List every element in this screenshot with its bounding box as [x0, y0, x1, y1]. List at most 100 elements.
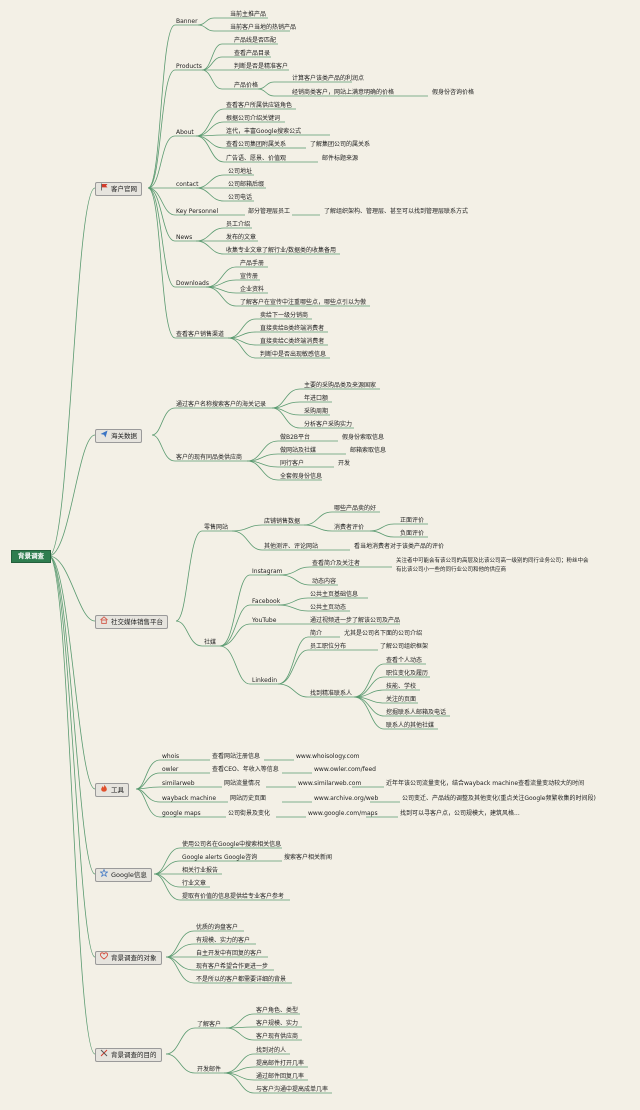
node-whois: whois	[162, 753, 180, 760]
node: 有比该公司小一些的同行业公司和他的供应商	[396, 567, 507, 573]
node: 职位变化及履历	[386, 670, 429, 677]
node: 了解客户在宣传中注重哪些点，哪些点引以为傲	[240, 299, 367, 306]
node: 有规模、实力的客户	[196, 937, 251, 944]
link-whoisology[interactable]: www.whoisology.com	[296, 753, 360, 760]
node: 找到精准联系人	[310, 690, 353, 697]
node-wayback: wayback machine	[162, 795, 217, 802]
node: 产品价格	[234, 82, 259, 89]
node-social: 社媒	[204, 639, 217, 646]
node-similarweb: similarweb	[162, 780, 195, 787]
node: 公司变迁、产品线的调整及其他变化(重点关注Google频繁收集的时间段)	[402, 795, 596, 802]
node: 了解公司组织框架	[380, 643, 429, 650]
node: 行业文章	[182, 880, 207, 887]
node: 经销商类客户，网站上满意明确的价格	[292, 89, 395, 96]
node: 客户的现有同品类供应商	[176, 454, 243, 461]
node-key-personnel: Key Personnel	[176, 208, 219, 215]
node: 判断中是否出现敏感信息	[260, 351, 327, 358]
send-icon	[99, 430, 109, 442]
node-youtube: YouTube	[252, 617, 277, 624]
node: 查看CEO、年收入等信息	[212, 766, 279, 773]
link-owler[interactable]: www.owler.com/feed	[314, 766, 376, 773]
node: 其他测评、评论网站	[264, 543, 319, 550]
node: 根据公司介绍关键词	[226, 115, 281, 122]
node: 提高邮件打开几率	[256, 1060, 305, 1067]
node: 找到可以寻客户点，公司规模大，建筑风格...	[400, 810, 520, 817]
node: 直接卖给B类终端消费者	[260, 325, 325, 332]
node: 公司电话	[228, 194, 253, 201]
node: 部分管理层员工	[248, 208, 291, 215]
node: 消费者评价	[334, 524, 365, 531]
node: 自主开发中有回复的客户	[196, 950, 263, 957]
node: 客户现有供应商	[256, 1033, 299, 1040]
category-customs-data[interactable]: 海关数据	[95, 429, 142, 443]
node-about: About	[176, 129, 194, 136]
node: 优质的询盘客户	[196, 924, 239, 931]
category-tools[interactable]: 工具	[95, 783, 129, 797]
category-social-media[interactable]: 社交媒体销售平台	[95, 615, 168, 629]
node: 尤其是公司名下面的公司介绍	[344, 630, 423, 637]
node: 公共主页动态	[310, 604, 347, 611]
node: 搜索客户相关新闻	[284, 854, 333, 861]
node: 负面评价	[400, 530, 425, 537]
node: 收集专业文章了解行业/数据类的收集备用	[226, 247, 337, 254]
node: 相关行业报告	[182, 867, 219, 874]
node: 正面评价	[400, 517, 425, 524]
node: 近年年该公司流量变化，结合wayback machine查看流量变动较大的时间	[386, 780, 585, 787]
node: 做网站及社媒	[280, 447, 317, 454]
category-google-info[interactable]: Google信息	[95, 868, 152, 882]
node-instagram: Instagram	[252, 568, 283, 575]
node: 现有客户希望合作更进一步	[196, 963, 269, 970]
node: 发布的文章	[226, 234, 257, 241]
node: 计算客户该类产品的利润点	[292, 75, 365, 82]
fire-icon	[99, 784, 109, 796]
node: 关注者中可能会有该公司的高层及比该公司高一级别的同行业务公司；粉丝中会	[396, 558, 589, 564]
node-contact: contact	[176, 181, 199, 188]
node: 不是所以的客户都需要详细的背景	[196, 976, 287, 983]
node: 网站流量情况	[224, 780, 261, 787]
node: 开发邮件	[197, 1066, 222, 1073]
category-website[interactable]: 客户官网	[95, 182, 142, 196]
node: 员工介绍	[226, 221, 251, 228]
category-label: 背景调查的对象	[111, 954, 157, 962]
node: 零售网站	[204, 524, 229, 531]
node: 主要的采购品类及来源国家	[304, 382, 377, 389]
node: 了解客户	[197, 1021, 222, 1028]
node: 哪些产品卖的好	[334, 505, 377, 512]
category-label: 客户官网	[111, 185, 137, 193]
node-banner: Banner	[176, 18, 198, 25]
link-archive[interactable]: www.archive.org/web	[314, 795, 379, 802]
node-google-maps: google maps	[162, 810, 201, 817]
node: 查看客户所属供应链角色	[226, 102, 293, 109]
node: 查看公司集团附属关系	[226, 141, 287, 148]
category-research-targets[interactable]: 背景调查的对象	[95, 951, 162, 965]
link-similarweb[interactable]: www.similarweb.com	[298, 780, 362, 787]
node: 采购周期	[304, 408, 329, 415]
node: 分析客户采购实力	[304, 421, 353, 428]
link-google-maps[interactable]: www.google.com/maps	[308, 810, 378, 817]
node: 公司街景及变化	[228, 810, 271, 817]
node: 了解组织架构、管理层、甚至可以找到管理层联系方式	[324, 208, 469, 215]
tools-icon	[99, 1049, 109, 1061]
node: 查看个人动态	[386, 657, 423, 664]
node-linkedin: Linkedin	[252, 677, 278, 684]
node: 挖掘联系人邮箱及电话	[386, 709, 447, 716]
node: 查看简介及关注者	[312, 560, 361, 567]
node: 广告语、愿景、价值观	[226, 155, 287, 162]
node: 直接卖给C类终端消费者	[260, 338, 325, 345]
category-research-purpose[interactable]: 背景调查的目的	[95, 1048, 162, 1062]
node: 客户角色、类型	[256, 1007, 299, 1014]
node: 技能、学校	[386, 683, 417, 690]
category-label: 海关数据	[111, 432, 137, 440]
node: 假身份索取信息	[342, 434, 385, 441]
node: 简介	[310, 630, 323, 637]
node: 查看产品目录	[234, 50, 271, 57]
node: 提取有价值的信息提供给专业客户参考	[182, 893, 285, 900]
node: 使用公司名在Google中搜索相关信息	[182, 841, 282, 848]
node: 查看网站注册信息	[212, 753, 261, 760]
node: 当前主推产品	[230, 11, 267, 18]
node: 公共主页基础信息	[310, 591, 359, 598]
star-icon	[99, 868, 109, 881]
node: 公司地址	[228, 168, 253, 175]
node: Google alerts Google咨询	[182, 854, 258, 861]
